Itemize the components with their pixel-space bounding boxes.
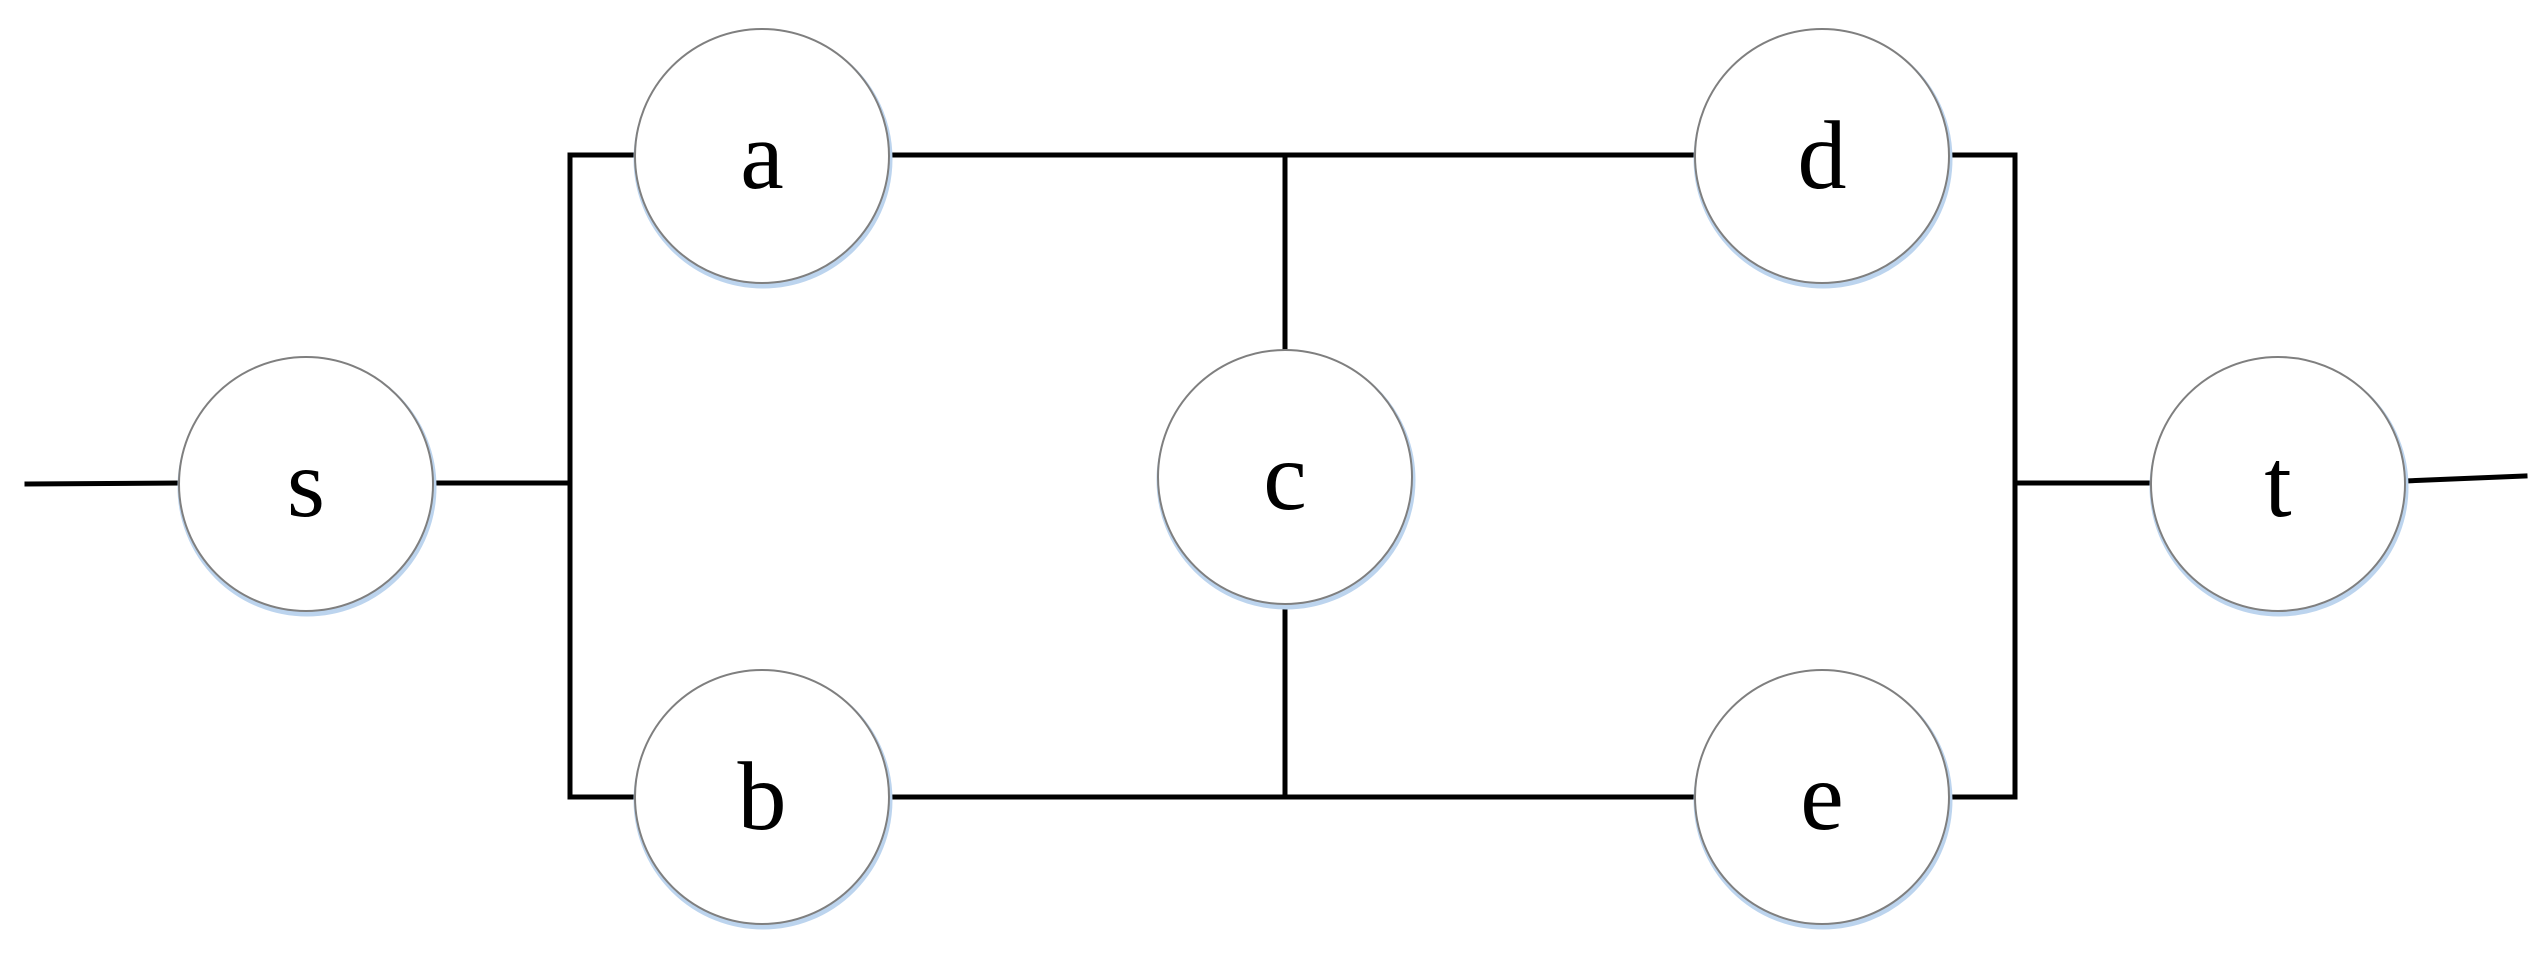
node-d: d [1693, 28, 1953, 289]
node-b: b [633, 669, 893, 930]
node-s-label: s [287, 430, 325, 538]
node-a-label: a [740, 102, 784, 210]
wire-t-output [2402, 473, 2528, 484]
wire-input-s [24, 480, 183, 487]
node-t-label: t [2264, 430, 2291, 538]
node-e: e [1693, 669, 1953, 930]
node-d-label: d [1798, 102, 1847, 210]
wires [24, 152, 2528, 800]
node-c: c [1156, 349, 1416, 610]
node-a: a [633, 28, 893, 289]
node-e-label: e [1800, 743, 1844, 851]
node-c-label: c [1263, 423, 1307, 531]
node-t: t [2149, 356, 2409, 617]
node-s: s [177, 356, 437, 617]
node-b-label: b [738, 743, 787, 851]
